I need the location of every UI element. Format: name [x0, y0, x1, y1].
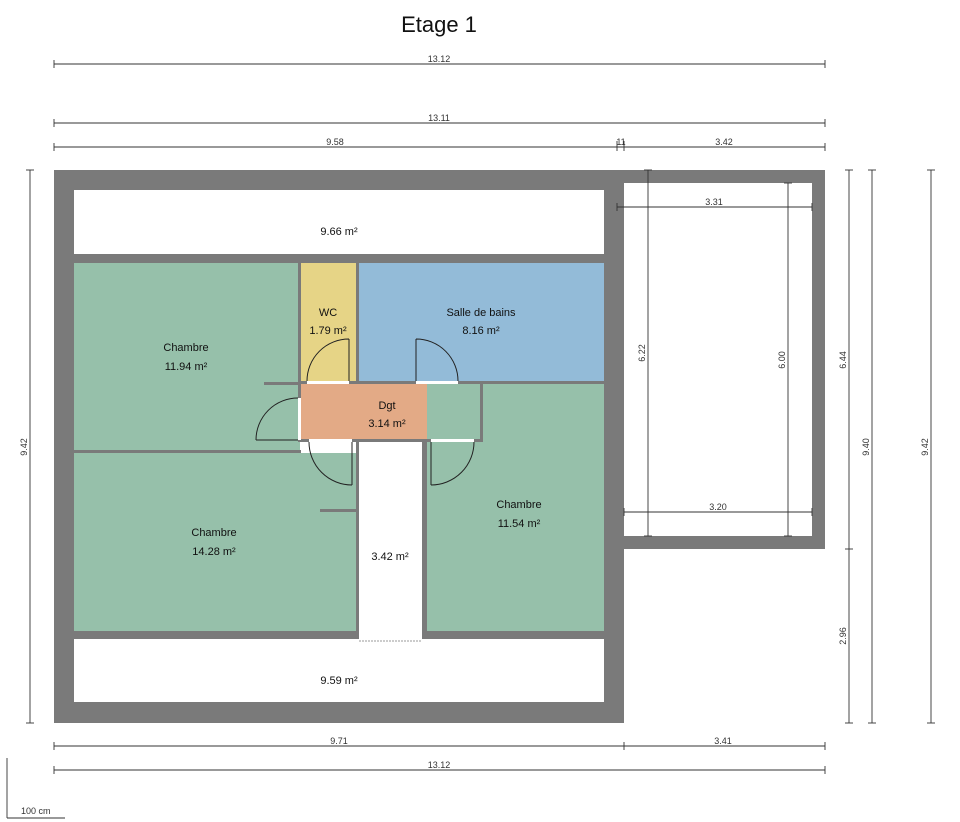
door-swing-sw[interactable] — [308, 441, 353, 486]
dim-top-mid: 11 — [616, 137, 625, 147]
wall-interior-1 — [74, 254, 604, 263]
label-chambre-sw-name: Chambre — [191, 527, 236, 539]
dimension-lines: 13.12 13.11 9.58 11 3.42 3.31 3.20 6.22 — [19, 54, 935, 774]
room-salle-de-bains[interactable] — [359, 263, 604, 382]
room-fills — [74, 183, 812, 702]
room-chambre-se[interactable] — [427, 384, 604, 631]
dim-right-lower: 2.96 — [838, 627, 848, 645]
wall-annex-top — [604, 170, 825, 183]
wall-interior-9 — [480, 381, 483, 442]
label-top-area: 9.66 m² — [320, 226, 358, 238]
room-chambre-nw[interactable] — [74, 263, 300, 450]
label-salle-de-bains-name: Salle de bains — [446, 307, 516, 319]
dim-left-height: 9.42 — [19, 438, 29, 456]
label-chambre-se-area: 11.54 m² — [498, 518, 541, 530]
door-swing-wc[interactable] — [306, 338, 350, 382]
wall-interior-3 — [422, 631, 604, 639]
wall-interior-8 — [298, 439, 481, 442]
room-bottom-area[interactable] — [74, 639, 604, 702]
dim-bottom-right: 3.41 — [714, 736, 732, 746]
dim-annex-height-outer: 6.22 — [637, 344, 647, 362]
label-dgt-name: Dgt — [378, 400, 395, 412]
scale-bar: 100 cm — [6, 758, 65, 819]
wall-main-right — [604, 170, 624, 723]
label-dgt-area: 3.14 m² — [368, 418, 406, 430]
door-swing-se[interactable] — [430, 441, 475, 486]
label-chambre-nw-area: 11.94 m² — [165, 361, 208, 373]
door-swing-bath[interactable] — [415, 338, 459, 382]
wall-bottom — [54, 702, 624, 723]
label-wc-name: WC — [319, 307, 337, 319]
wall-left — [54, 170, 74, 723]
label-chambre-sw-area: 14.28 m² — [192, 546, 236, 558]
label-chambre-nw-name: Chambre — [163, 342, 208, 354]
wall-annex-bottom — [604, 536, 825, 549]
wall-interior-5 — [298, 263, 301, 439]
label-bottom-area: 9.59 m² — [320, 675, 358, 687]
scale-label: 100 cm — [21, 806, 51, 816]
wall-top — [54, 170, 624, 190]
dim-annex-bottom-inner: 3.20 — [709, 502, 727, 512]
label-chambre-se-name: Chambre — [496, 499, 541, 511]
label-corridor-area: 3.42 m² — [371, 551, 409, 563]
dim-annex-top-inner: 3.31 — [705, 197, 723, 207]
door-opening-3 — [298, 398, 301, 440]
wall-interior-4 — [74, 450, 301, 453]
wall-annex-right — [812, 170, 825, 549]
doors — [255, 338, 475, 643]
dim-top-total-2: 13.11 — [428, 113, 450, 123]
wall-interior-13 — [320, 509, 356, 512]
room-corridor[interactable] — [359, 453, 422, 643]
plan-title: Etage 1 — [401, 12, 477, 37]
wall-interior-6 — [356, 263, 359, 384]
dim-bottom-total: 13.12 — [428, 760, 451, 770]
door-opening-4 — [309, 439, 352, 442]
room-wc[interactable] — [301, 263, 356, 382]
dim-top-right: 3.42 — [715, 137, 733, 147]
dim-right-upper: 6.44 — [838, 351, 848, 369]
label-salle-de-bains-area: 8.16 m² — [462, 325, 500, 337]
door-opening-5 — [431, 439, 474, 442]
door-opening-2 — [416, 381, 458, 384]
room-top-area[interactable] — [74, 190, 604, 254]
dim-annex-height-inner: 6.00 — [777, 351, 787, 369]
room-chambre-sw[interactable] — [74, 453, 356, 631]
wall-interior-12 — [264, 382, 301, 385]
wall-interior-2 — [74, 631, 359, 639]
door-opening-1 — [307, 381, 349, 384]
room-annex[interactable] — [624, 183, 812, 536]
dim-right-total-2: 9.42 — [920, 438, 930, 456]
dim-top-total-1: 13.12 — [428, 54, 451, 64]
room-labels: 9.66 m² Chambre 11.94 m² WC 1.79 m² Sall… — [163, 226, 541, 687]
dim-bottom-left: 9.71 — [330, 736, 348, 746]
door-swing-nw[interactable] — [255, 397, 299, 441]
label-wc-area: 1.79 m² — [309, 325, 347, 337]
dim-top-left: 9.58 — [326, 137, 344, 147]
wall-interior-11 — [422, 439, 427, 639]
dim-right-total-1: 9.40 — [861, 438, 871, 456]
wall-interior-10 — [356, 439, 359, 639]
